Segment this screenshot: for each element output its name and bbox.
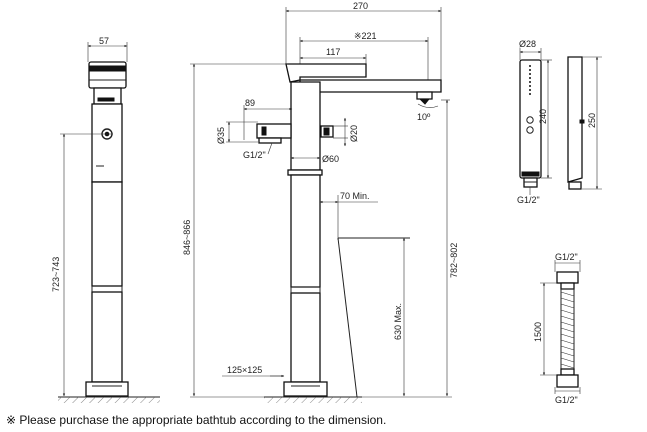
footnote-text: ※ Please purchase the appropriate bathtu… xyxy=(6,413,387,427)
dim-630max-label: 630 Max. xyxy=(393,303,403,340)
dim-782-802-label: 782~802 xyxy=(449,243,459,278)
dim-d60-label: Ø60 xyxy=(322,154,339,164)
dim-57-label: 57 xyxy=(99,36,109,46)
front-view: 57 723~743 xyxy=(51,36,160,403)
hose-coil xyxy=(560,291,575,369)
dim-70min-label: 70 Min. xyxy=(340,191,370,201)
side-view: 270 ※221 117 10º xyxy=(182,1,459,403)
nozzle-array xyxy=(529,65,531,95)
hose-bottom-thread-label: G1/2" xyxy=(555,395,578,405)
dim-846-866-label: 846~866 xyxy=(182,220,192,255)
hand-shower-view: Ø28 240 G1/2" 250 xyxy=(517,39,602,205)
dim-d28-label: Ø28 xyxy=(519,39,536,49)
dim-270-label: 270 xyxy=(353,1,368,11)
dim-250-label: 250 xyxy=(587,113,597,128)
dim-117-label: 117 xyxy=(326,47,340,57)
dim-89-label: 89 xyxy=(245,98,255,108)
dim-d20-label: Ø20 xyxy=(349,125,359,142)
dim-723-743-label: 723~743 xyxy=(51,257,61,292)
dim-221-label: ※221 xyxy=(354,31,377,41)
thread-g12-label: G1/2" xyxy=(243,150,266,160)
dim-d35-label: Ø35 xyxy=(216,127,226,144)
dim-1500-label: 1500 xyxy=(533,322,543,342)
dim-240-label: 240 xyxy=(538,109,548,124)
angle-10-label: 10º xyxy=(417,112,431,122)
dim-base-label: 125×125 xyxy=(227,365,262,375)
handshower-thread-label: G1/2" xyxy=(517,195,540,205)
hose-view: G1/2" G1/2" 1500 xyxy=(533,252,581,405)
hose-top-thread-label: G1/2" xyxy=(555,252,578,262)
